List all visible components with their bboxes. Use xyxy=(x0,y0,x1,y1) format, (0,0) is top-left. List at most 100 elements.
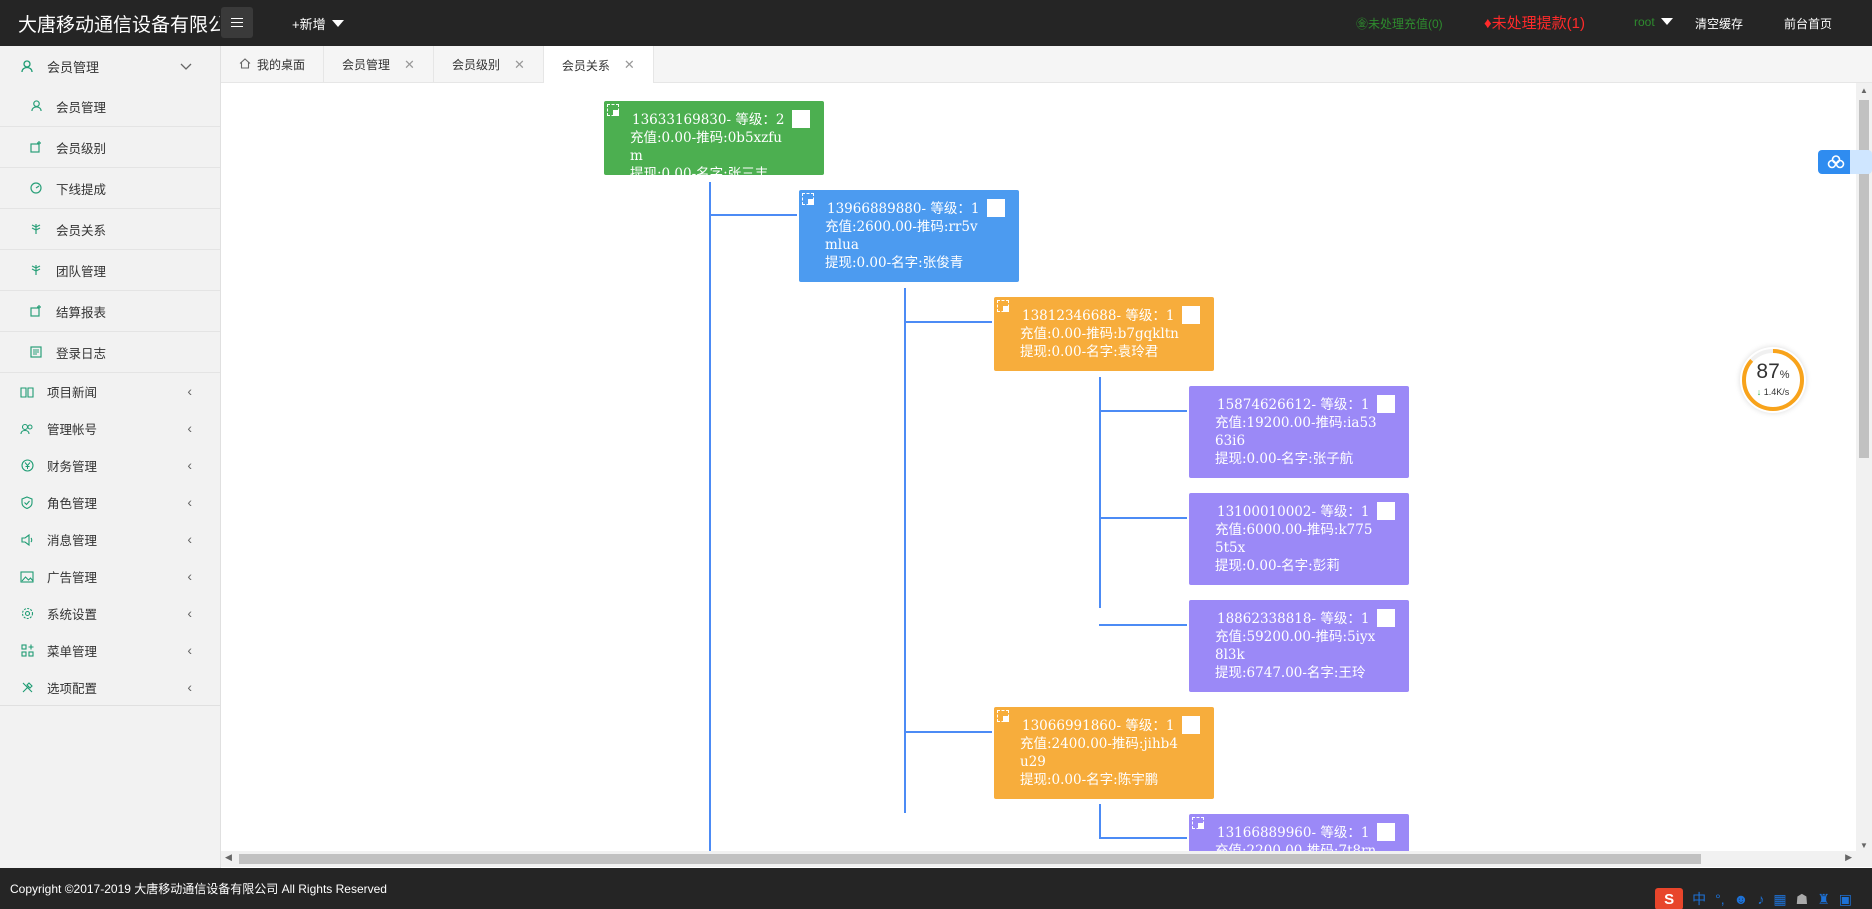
microphone-icon[interactable]: ♪ xyxy=(1757,891,1765,907)
sidebar-group-ads[interactable]: 广告管理‹ xyxy=(0,558,220,595)
tree-connector xyxy=(709,182,711,853)
tree-node[interactable]: 13100010002- 等级：1 充值:6000.00-推码:k7755t5x… xyxy=(1189,493,1409,585)
node-checkbox[interactable] xyxy=(1377,502,1395,520)
collapse-icon[interactable] xyxy=(997,300,1009,312)
new-dropdown[interactable]: +新增 xyxy=(292,14,344,33)
tab-desktop[interactable]: 我的桌面 xyxy=(221,46,325,83)
sidebar-group-roles[interactable]: 角色管理‹ xyxy=(0,484,220,521)
sidebar-item-label: 登录日志 xyxy=(56,346,107,361)
cloud-icon[interactable] xyxy=(1818,150,1854,174)
tree-node[interactable]: 13166889960- 等级：1 充值:2200.00-推码:7t8rnh xyxy=(1189,814,1409,853)
arrow-down-icon: ↓ xyxy=(1756,387,1762,397)
node-checkbox[interactable] xyxy=(1182,716,1200,734)
node-withdraw-name: 提现:0.00-名字:彭莉 xyxy=(1215,558,1340,574)
punctuation-icon[interactable]: °, xyxy=(1715,891,1725,907)
node-recharge-code: 充值:19200.00-推码:ia5363i6 xyxy=(1215,415,1377,449)
sidebar-item-login-log[interactable]: 登录日志 xyxy=(0,332,220,373)
clear-cache-link[interactable]: 清空缓存 xyxy=(1695,17,1744,31)
sidebar-group-settings[interactable]: 系统设置‹ xyxy=(0,595,220,632)
sidebar-item-label: 选项配置 xyxy=(47,681,98,696)
tab-label: 会员管理 xyxy=(342,58,391,72)
tree-icon xyxy=(30,264,42,276)
node-checkbox[interactable] xyxy=(987,199,1005,217)
tree-connector xyxy=(1099,837,1187,839)
ime-chinese-icon[interactable]: 中 xyxy=(1692,891,1707,907)
sidebar-group-project-news[interactable]: 项目新闻‹ xyxy=(0,373,220,410)
chevron-down-icon xyxy=(180,59,192,74)
node-checkbox[interactable] xyxy=(1182,306,1200,324)
sidebar-item-member-manage[interactable]: 会员管理 xyxy=(0,86,220,127)
sidebar-item-label: 广告管理 xyxy=(47,571,98,585)
tree-node[interactable]: 13966889880- 等级：1 充值:2600.00-推码:rr5vmlua… xyxy=(799,190,1019,282)
user-menu[interactable]: root xyxy=(1634,15,1673,29)
tab-member-level[interactable]: 会员级别✕ xyxy=(434,46,544,83)
sidebar-group-finance[interactable]: 财务管理‹ xyxy=(0,447,220,484)
tab-label: 会员关系 xyxy=(561,58,610,73)
node-phone-level: 13166889960- 等级：1 xyxy=(1217,825,1370,841)
sidebar-group-options[interactable]: 选项配置‹ xyxy=(0,669,220,706)
node-checkbox[interactable] xyxy=(1377,609,1395,627)
tree-node[interactable]: 13633169830- 等级：2 充值:0.00-推码:0b5xzfum 提现… xyxy=(604,101,824,182)
sidebar-item-member-relation[interactable]: 会员关系 xyxy=(0,209,220,250)
tree-node[interactable]: 13812346688- 等级：1 充值:0.00-推码:b7gqkltn 提现… xyxy=(994,297,1214,371)
tab-member-relation[interactable]: 会员关系 ✕ xyxy=(543,46,654,84)
node-phone-level: 18862338818- 等级：1 xyxy=(1217,611,1370,627)
tree-node[interactable]: 18862338818- 等级：1 充值:59200.00-推码:5iyx8l3… xyxy=(1189,600,1409,692)
node-withdraw-name: 提现:0.00-名字:袁玲君 xyxy=(1020,344,1159,360)
front-home-link[interactable]: 前台首页 xyxy=(1784,17,1833,31)
keyboard-icon[interactable]: ▦ xyxy=(1773,890,1787,907)
pending-withdraw-link[interactable]: ♦未处理提款(1) xyxy=(1484,15,1585,32)
menu-toggle-button[interactable] xyxy=(221,7,253,38)
scrollbar-thumb[interactable] xyxy=(239,854,1701,864)
scroll-right-icon[interactable]: ▶ xyxy=(1845,852,1852,862)
node-checkbox[interactable] xyxy=(1377,823,1395,841)
sidebar-item-label: 消息管理 xyxy=(47,534,98,548)
collapse-icon[interactable] xyxy=(997,710,1009,722)
collapse-icon[interactable] xyxy=(1192,817,1204,829)
tab-label: 我的桌面 xyxy=(257,58,306,72)
collapse-icon[interactable] xyxy=(607,104,619,116)
pending-recharge-link[interactable]: ㊎未处理充值(0) xyxy=(1356,17,1443,31)
tree-node[interactable]: 15874626612- 等级：1 充值:19200.00-推码:ia5363i… xyxy=(1189,386,1409,478)
relation-tree-panel: 13633169830- 等级：2 充值:0.00-推码:0b5xzfum 提现… xyxy=(221,83,1872,853)
sidebar-item-downline-commission[interactable]: 下线提成 xyxy=(0,168,220,209)
copyright-text: Copyright ©2017-2019 大唐移动通信设备有限公司 All Ri… xyxy=(10,882,387,896)
node-withdraw-name: 提现:6747.00-名字:王玲 xyxy=(1215,665,1366,681)
scroll-down-icon[interactable]: ▼ xyxy=(1860,841,1868,850)
sidebar-group-messages[interactable]: 消息管理 ‹ xyxy=(0,521,220,558)
horizontal-scrollbar[interactable]: ◀ ▶ xyxy=(221,851,1872,867)
tab-member-manage[interactable]: 会员管理 ✕ xyxy=(324,46,434,83)
node-checkbox[interactable] xyxy=(792,110,810,128)
close-icon[interactable]: ✕ xyxy=(404,56,415,72)
sidebar-item-member-level[interactable]: 会员级别 xyxy=(0,127,220,168)
shirt-icon[interactable]: ♜ xyxy=(1817,890,1830,907)
toolbox-icon[interactable]: ▣ xyxy=(1838,890,1852,907)
chevron-left-icon: ‹ xyxy=(187,531,192,547)
scroll-left-icon[interactable]: ◀ xyxy=(225,852,232,862)
brand-title: 大唐移动通信设备有限公 xyxy=(18,15,220,36)
close-icon[interactable]: ✕ xyxy=(623,57,635,72)
sidebar-item-label: 结算报表 xyxy=(56,305,107,320)
log-icon xyxy=(30,346,42,358)
node-checkbox[interactable] xyxy=(1377,395,1395,413)
sidebar-group-admin-accounts[interactable]: 管理帐号‹ xyxy=(0,410,220,447)
apps-icon xyxy=(20,644,34,658)
cloud-panel-tab[interactable] xyxy=(1850,150,1872,174)
vertical-scrollbar[interactable]: ▲ ▼ xyxy=(1856,83,1872,853)
sidebar-group-member[interactable]: 会员管理 xyxy=(0,46,220,86)
yen-icon xyxy=(20,459,34,473)
scrollbar-thumb[interactable] xyxy=(1859,100,1869,458)
sidebar-group-menus[interactable]: 菜单管理‹ xyxy=(0,632,220,669)
close-icon[interactable]: ✕ xyxy=(513,56,525,72)
sidebar-item-settlement-report[interactable]: 结算报表 xyxy=(0,291,220,332)
tree-connector xyxy=(1099,517,1187,519)
ime-logo-icon[interactable]: S xyxy=(1655,888,1684,909)
sidebar-item-team-manage[interactable]: 团队管理 xyxy=(0,250,220,291)
collapse-icon[interactable] xyxy=(802,193,814,205)
network-speed-widget[interactable]: 87% ↓ 1.4K/s xyxy=(1740,347,1806,413)
emoji-icon[interactable]: ☻ xyxy=(1733,891,1749,907)
scroll-up-icon[interactable]: ▲ xyxy=(1860,86,1868,95)
tree-node[interactable]: 13066991860- 等级：1 充值:2400.00-推码:jihb4u29… xyxy=(994,707,1214,799)
skin-icon[interactable]: ☗ xyxy=(1795,890,1809,907)
new-label: +新增 xyxy=(292,17,326,32)
